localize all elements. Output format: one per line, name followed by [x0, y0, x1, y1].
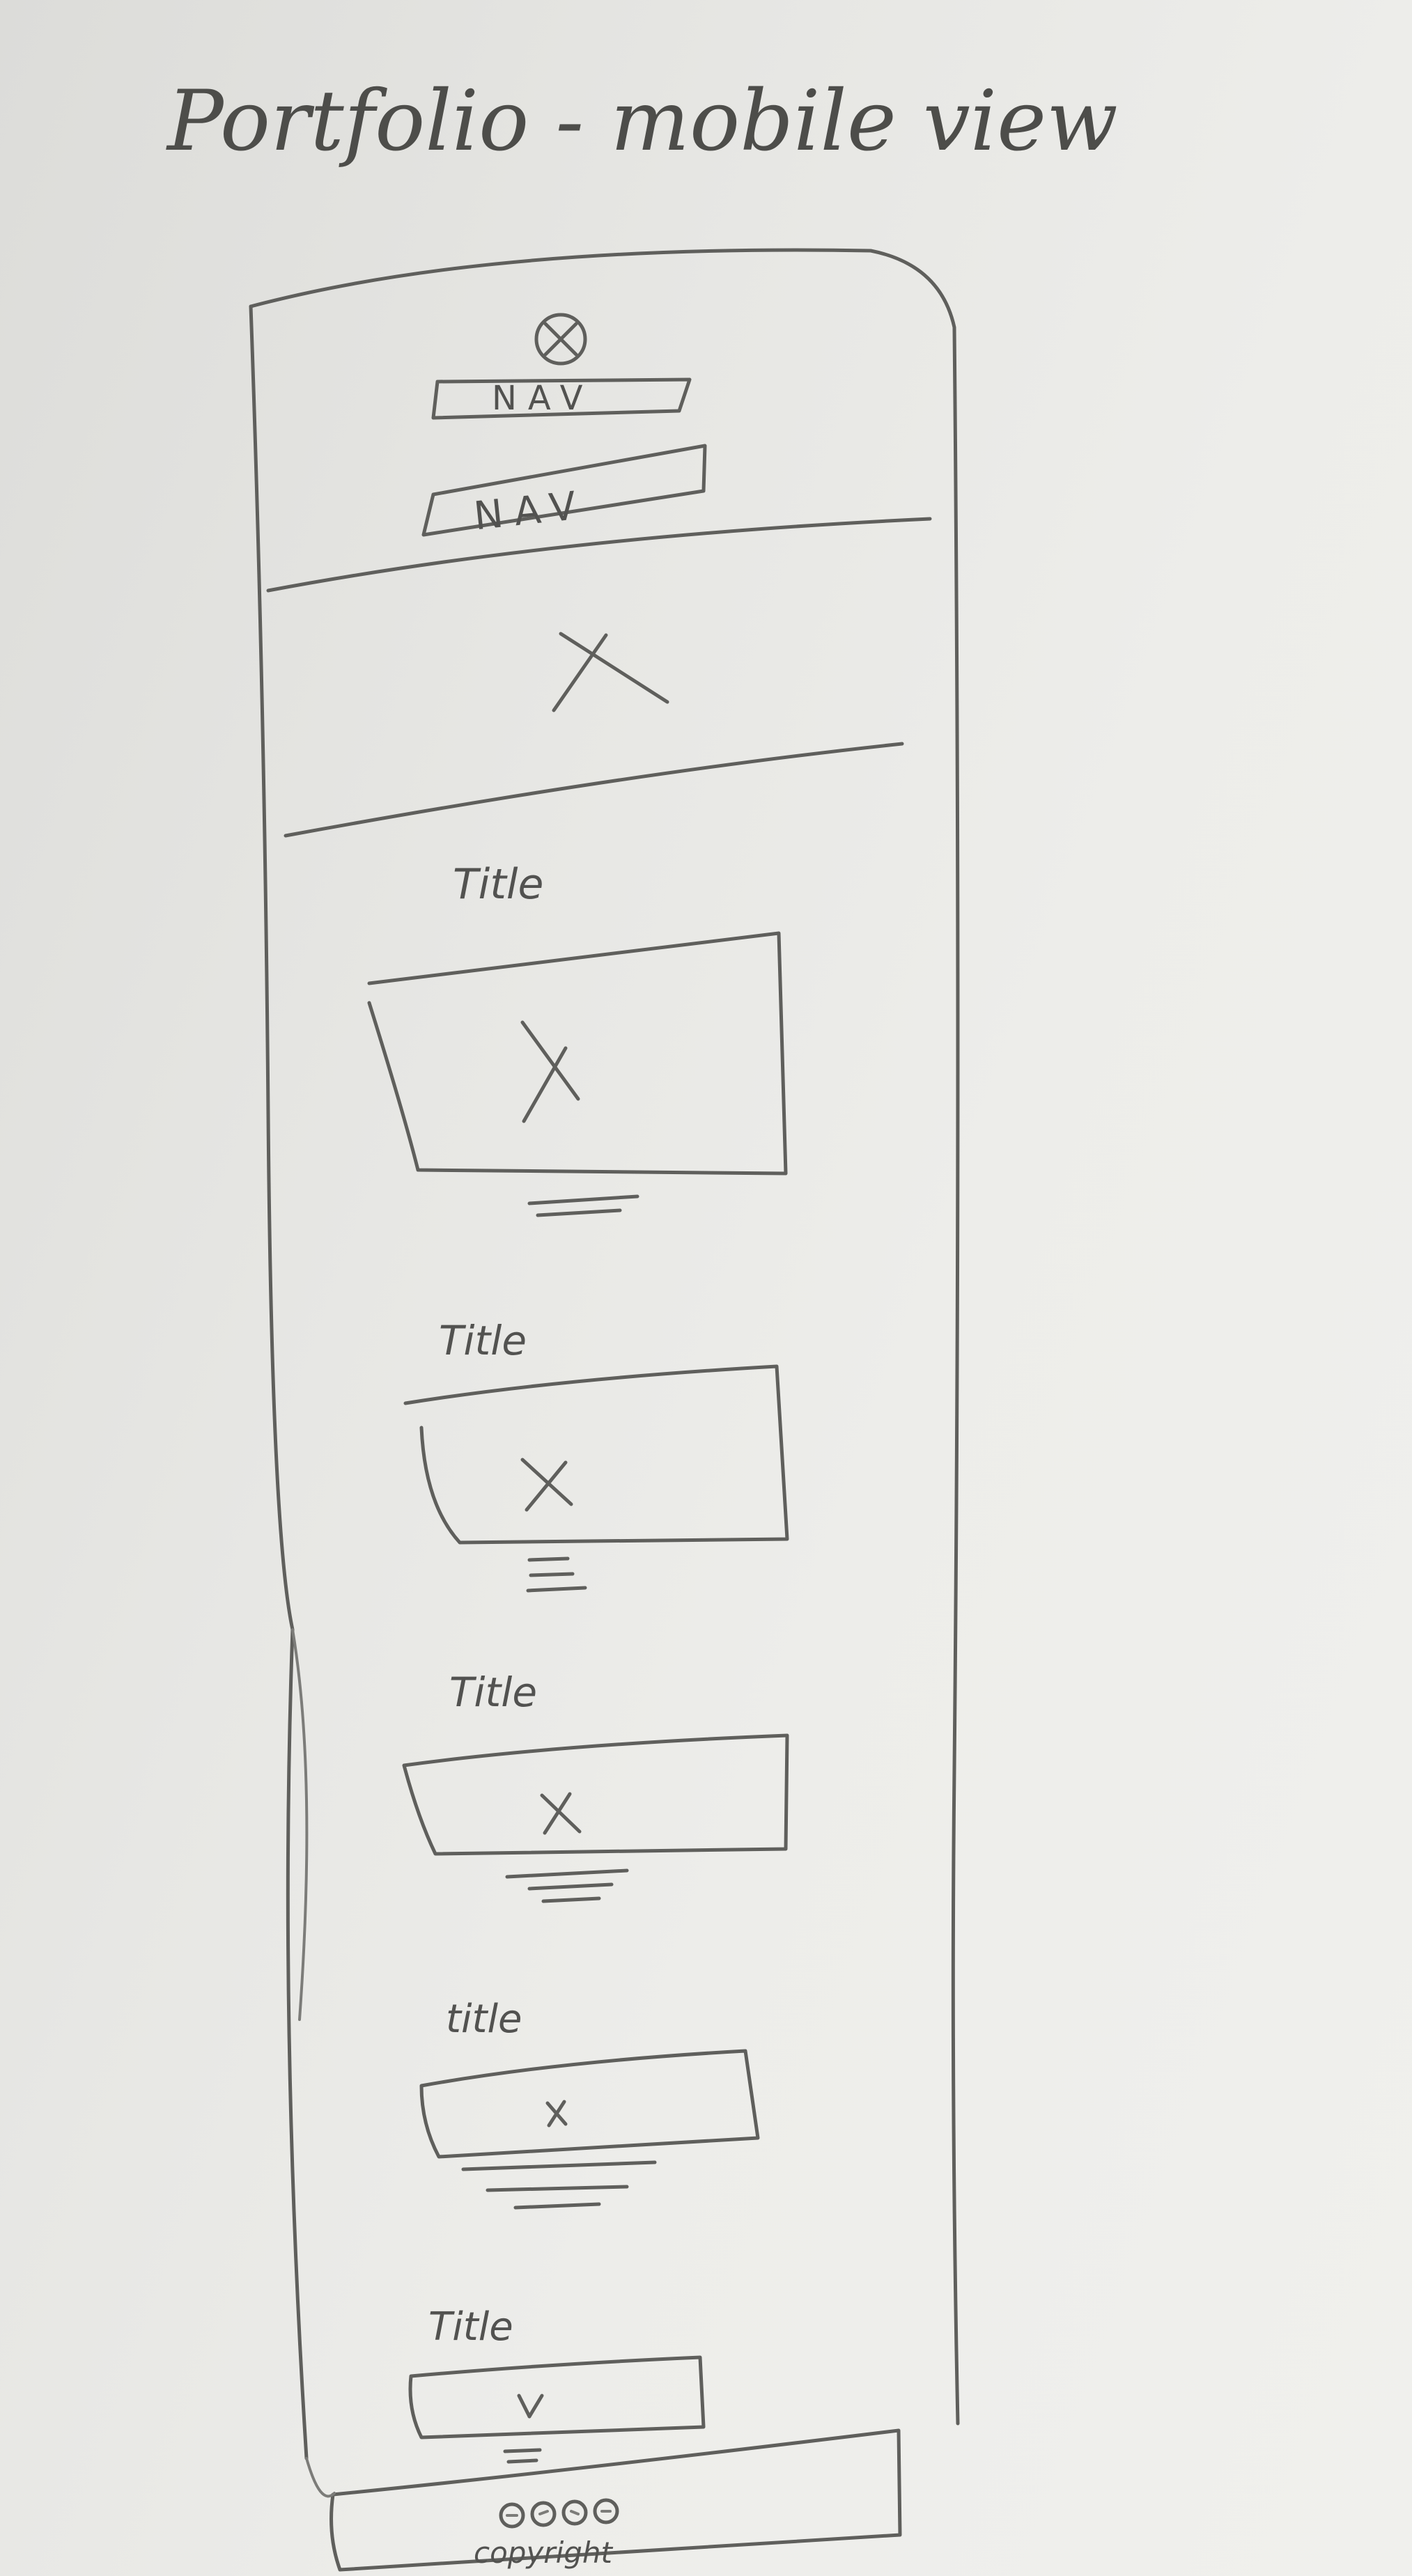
svg-text:x: x: [0, 0, 1, 1]
project-description-lines: [503, 2448, 542, 2464]
project-title: Title: [449, 1669, 537, 1716]
social-icons: [499, 2498, 619, 2529]
image-placeholder-icon: x: [0, 0, 544, 2419]
project-card[interactable]: Title X: [0, 0, 789, 1903]
project-card[interactable]: Title X: [0, 0, 788, 1217]
image-placeholder-icon: x: [545, 2100, 568, 2128]
social-icon[interactable]: [530, 2501, 557, 2527]
project-image: [367, 931, 788, 1176]
project-image: [408, 2355, 706, 2440]
image-placeholder-icon: X: [540, 1792, 582, 1835]
nav-item[interactable]: NAV: [421, 444, 707, 540]
phone-frame: [249, 248, 960, 2460]
project-image: [403, 1364, 789, 1545]
svg-text:NAV: NAV: [492, 379, 594, 418]
nav-item[interactable]: NAV: [431, 377, 692, 420]
image-placeholder-icon: X: [520, 1458, 573, 1512]
page-heading: Portfolio - mobile view: [166, 73, 1118, 170]
copyright-text: copyright: [474, 2536, 614, 2570]
social-icon[interactable]: [561, 2499, 588, 2526]
project-title: Title: [439, 1317, 527, 1364]
close-icon[interactable]: [534, 313, 587, 366]
divider: [266, 517, 932, 593]
project-image: [419, 2049, 760, 2159]
footer: copyright: [305, 2428, 902, 2572]
hero-image-placeholder: [552, 632, 669, 712]
project-description-lines: [526, 1556, 587, 1593]
project-title: Title: [428, 2304, 513, 2350]
project-description-lines: [527, 1194, 639, 1217]
svg-text:NAV: NAV: [472, 483, 589, 540]
project-description-lines: [505, 1868, 629, 1903]
social-icon[interactable]: [499, 2502, 525, 2529]
project-card[interactable]: Title x: [0, 0, 706, 2464]
social-icon[interactable]: [593, 2498, 619, 2524]
project-title: Title: [453, 860, 543, 909]
project-image: [402, 1733, 789, 1856]
mobile-menu: NAV NAV: [421, 313, 707, 540]
project-card[interactable]: title x: [0, 0, 760, 2210]
image-placeholder-icon: X: [520, 1020, 580, 1123]
project-description-lines: [461, 2160, 657, 2210]
divider: [284, 742, 904, 838]
project-title: title: [446, 1997, 522, 2042]
project-card[interactable]: Title X: [0, 0, 789, 1593]
